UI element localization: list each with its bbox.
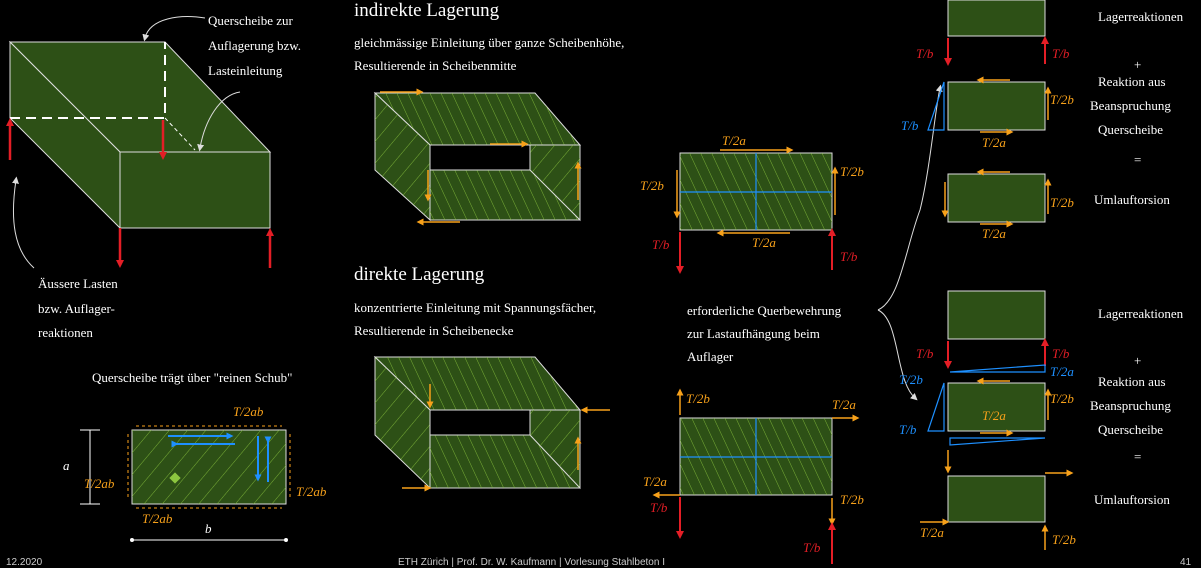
direkt-desc-1: konzentrierte Einleitung mit Spannungsfä…: [354, 300, 597, 315]
label-ind-t2b-right: T/2b: [840, 164, 864, 179]
label-ru-tb-blue: T/b: [901, 118, 919, 133]
ru-reaktion: Reaktion aus: [1098, 74, 1166, 89]
rl-umlauftorsion: Umlauftorsion: [1094, 492, 1170, 507]
rl-beanspruchung: Beanspruchung: [1090, 398, 1171, 413]
label-dir-tb-left: T/b: [650, 500, 668, 515]
label-dir-t2b-top: T/2b: [686, 391, 710, 406]
label-rl-t2a-blue: T/2a: [1050, 364, 1074, 379]
callout-aeussere-2: bzw. Auflager-: [38, 301, 115, 316]
footer-page: 41: [1180, 557, 1192, 568]
label-ind-t2b-left: T/2b: [640, 178, 664, 193]
rl-plus: +: [1134, 353, 1142, 368]
label-rl-t2a-1: T/2a: [982, 408, 1006, 423]
label-ind-t2a-top: T/2a: [722, 133, 746, 148]
querbewehrung-3: Auflager: [687, 349, 734, 364]
label-ru-tb-right: T/b: [1052, 46, 1070, 61]
ru-lagerreaktionen: Lagerreaktionen: [1098, 9, 1184, 24]
label-dim-a: a: [63, 458, 70, 473]
label-ind-tb-right: T/b: [840, 249, 858, 264]
rl-querscheibe: Querscheibe: [1098, 422, 1163, 437]
label-rl-t2b-blue: T/2b: [899, 372, 923, 387]
footer-center: ETH Zürich | Prof. Dr. W. Kaufmann | Vor…: [398, 557, 665, 568]
shear-panel: [80, 425, 291, 542]
label-rl-tb-left: T/b: [916, 346, 934, 361]
box-indirect: [373, 88, 582, 226]
label-ru-t2b-1: T/2b: [1050, 92, 1074, 107]
right-upper-stack: [927, 0, 1052, 228]
label-dir-t2a-left: T/2a: [643, 474, 667, 489]
label-t2ab-right: T/2ab: [296, 484, 327, 499]
callout-querscheibe-3: Lasteinleitung: [208, 63, 283, 78]
label-ind-tb-left: T/b: [652, 237, 670, 252]
footer-date: 12.2020: [6, 557, 43, 568]
callout-aeussere-3: reaktionen: [38, 325, 93, 340]
label-dir-t2b-bottom: T/2b: [840, 492, 864, 507]
label-ru-t2b-2: T/2b: [1050, 195, 1074, 210]
indirekt-desc-2: Resultierende in Scheibenmitte: [354, 58, 517, 73]
label-dim-b: b: [205, 521, 212, 536]
indirekt-title: indirekte Lagerung: [354, 0, 500, 21]
rl-reaktion: Reaktion aus: [1098, 374, 1166, 389]
label-ru-t2a-1: T/2a: [982, 135, 1006, 150]
callout-aeussere-1: Äussere Lasten: [38, 276, 118, 291]
label-dir-t2a-right: T/2a: [832, 397, 856, 412]
querbewehrung-2: zur Lastaufhängung beim: [687, 326, 820, 341]
indirekt-desc-1: gleichmässige Einleitung über ganze Sche…: [354, 35, 625, 50]
right-lower-stack: [920, 290, 1074, 550]
label-t2ab-left: T/2ab: [84, 476, 115, 491]
panel-indirect-forces: [673, 146, 839, 274]
label-rl-t2a-2: T/2a: [920, 525, 944, 540]
direkt-title: direkte Lagerung: [354, 264, 485, 285]
label-dir-tb-right: T/b: [803, 540, 821, 555]
direkt-desc-2: Resultierende in Scheibenecke: [354, 323, 514, 338]
box-direct: [373, 355, 610, 492]
panel-direct-forces: [652, 388, 860, 564]
shear-title: Querscheibe trägt über "reinen Schub": [92, 370, 293, 385]
label-rl-tb-right: T/b: [1052, 346, 1070, 361]
ru-beanspruchung: Beanspruchung: [1090, 98, 1171, 113]
ru-umlauftorsion: Umlauftorsion: [1094, 192, 1170, 207]
rl-lagerreaktionen: Lagerreaktionen: [1098, 306, 1184, 321]
rl-equals: =: [1134, 449, 1142, 464]
label-ru-t2a-2: T/2a: [982, 226, 1006, 241]
label-t2ab-bottom: T/2ab: [142, 511, 173, 526]
label-rl-t2b-2: T/2b: [1052, 532, 1076, 547]
ru-equals: =: [1134, 152, 1142, 167]
label-rl-t2b-1: T/2b: [1050, 391, 1074, 406]
ru-plus: +: [1134, 57, 1142, 72]
label-ru-tb-left: T/b: [916, 46, 934, 61]
callout-querscheibe-1: Querscheibe zur: [208, 13, 293, 28]
callout-querscheibe-2: Auflagerung bzw.: [208, 38, 302, 53]
querbewehrung-1: erforderliche Querbewehrung: [687, 303, 842, 318]
label-ind-t2a-bottom: T/2a: [752, 235, 776, 250]
label-rl-tb-blue: T/b: [899, 422, 917, 437]
label-t2ab-top: T/2ab: [233, 404, 264, 419]
ru-querscheibe: Querscheibe: [1098, 122, 1163, 137]
box-girder-3d: [6, 16, 274, 269]
